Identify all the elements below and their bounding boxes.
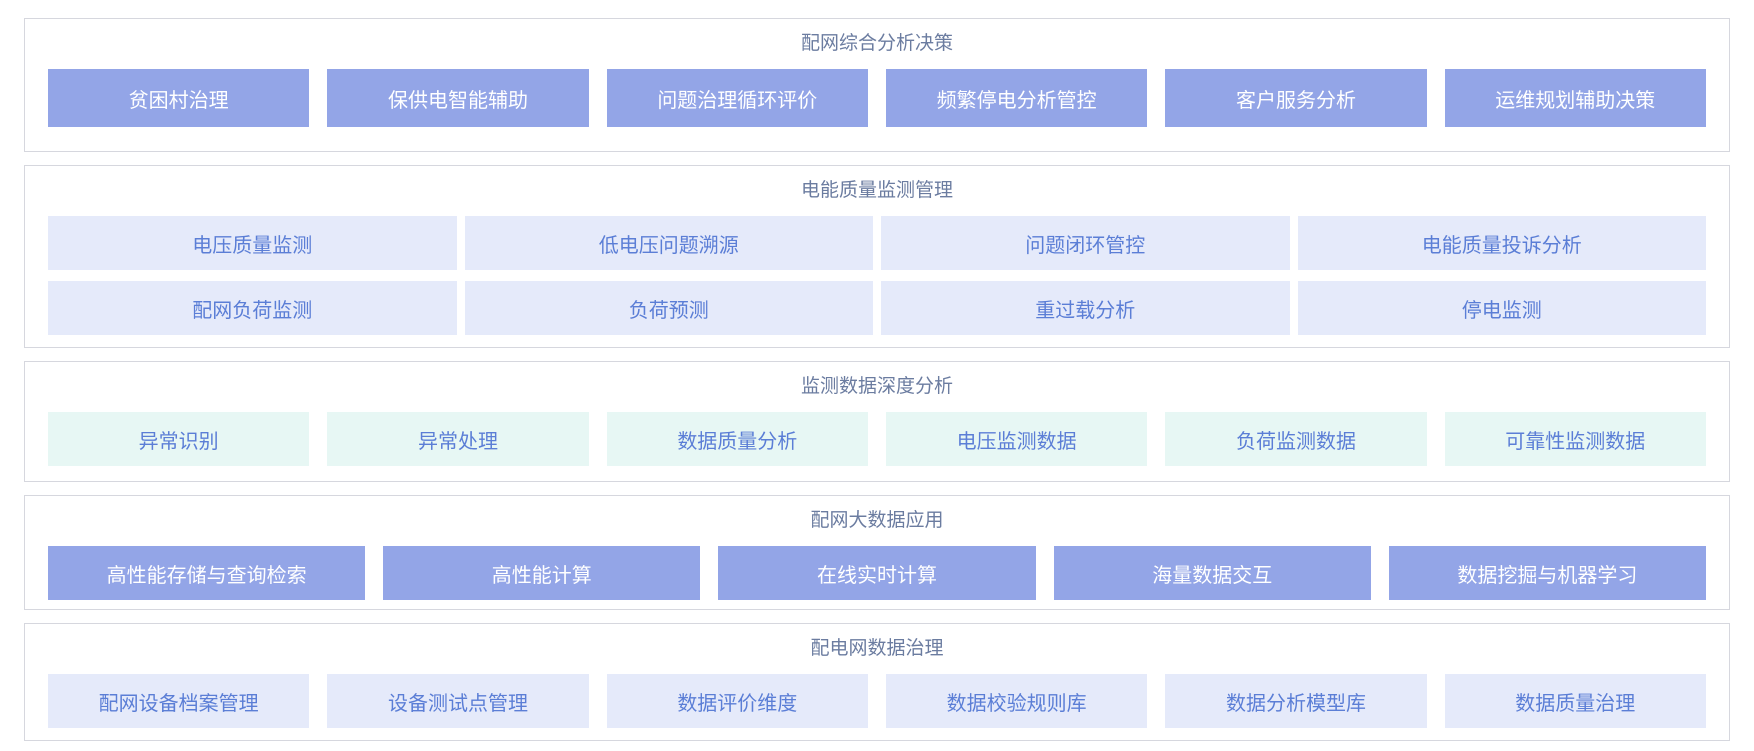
panel-big-data-application: 配网大数据应用 高性能存储与查询检索 高性能计算 在线实时计算 海量数据交互 数… xyxy=(24,495,1730,610)
module-tile[interactable]: 异常处理 xyxy=(327,412,589,466)
tile-row: 电压质量监测 低电压问题溯源 问题闭环管控 电能质量投诉分析 xyxy=(48,216,1706,270)
module-tile[interactable]: 停电监测 xyxy=(1297,281,1706,335)
tile-row: 配网负荷监测 负荷预测 重过载分析 停电监测 xyxy=(48,281,1706,335)
module-tile[interactable]: 负荷监测数据 xyxy=(1165,412,1427,466)
tile-row: 贫困村治理 保供电智能辅助 问题治理循环评价 频繁停电分析管控 客户服务分析 运… xyxy=(48,69,1706,127)
module-tile[interactable]: 在线实时计算 xyxy=(718,546,1036,600)
module-tile[interactable]: 负荷预测 xyxy=(464,281,873,335)
tile-row: 高性能存储与查询检索 高性能计算 在线实时计算 海量数据交互 数据挖掘与机器学习 xyxy=(48,546,1707,600)
module-tile[interactable]: 数据分析模型库 xyxy=(1165,674,1427,728)
module-tile[interactable]: 数据质量治理 xyxy=(1444,674,1706,728)
module-tile[interactable]: 重过载分析 xyxy=(881,281,1290,335)
module-tile[interactable]: 数据校验规则库 xyxy=(885,674,1148,728)
tile-row: 异常识别 异常处理 数据质量分析 电压监测数据 负荷监测数据 可靠性监测数据 xyxy=(48,412,1706,466)
module-tile[interactable]: 保供电智能辅助 xyxy=(327,69,589,127)
module-tile[interactable]: 问题闭环管控 xyxy=(881,216,1290,270)
module-tile[interactable]: 频繁停电分析管控 xyxy=(885,69,1148,127)
module-tile[interactable]: 贫困村治理 xyxy=(48,69,310,127)
panel-title: 配网综合分析决策 xyxy=(800,33,953,54)
module-tile[interactable]: 电能质量投诉分析 xyxy=(1297,216,1706,270)
module-tile[interactable]: 异常识别 xyxy=(48,412,310,466)
panel-title: 电能质量监测管理 xyxy=(800,180,953,201)
module-tile[interactable]: 海量数据交互 xyxy=(1053,546,1371,600)
module-tile[interactable]: 数据挖掘与机器学习 xyxy=(1388,546,1707,600)
module-tile[interactable]: 电压监测数据 xyxy=(885,412,1148,466)
module-tile[interactable]: 设备测试点管理 xyxy=(327,674,589,728)
panel-comprehensive-analysis-decision: 配网综合分析决策 贫困村治理 保供电智能辅助 问题治理循环评价 频繁停电分析管控… xyxy=(24,18,1730,152)
tile-row: 配网设备档案管理 设备测试点管理 数据评价维度 数据校验规则库 数据分析模型库 … xyxy=(48,674,1706,728)
panel-monitoring-data-deep-analysis: 监测数据深度分析 异常识别 异常处理 数据质量分析 电压监测数据 负荷监测数据 … xyxy=(24,361,1730,482)
module-tile[interactable]: 高性能存储与查询检索 xyxy=(48,546,366,600)
module-tile[interactable]: 数据评价维度 xyxy=(606,674,868,728)
module-tile[interactable]: 运维规划辅助决策 xyxy=(1444,69,1706,127)
module-tile[interactable]: 问题治理循环评价 xyxy=(606,69,868,127)
panel-distribution-data-governance: 配电网数据治理 配网设备档案管理 设备测试点管理 数据评价维度 数据校验规则库 … xyxy=(24,623,1730,741)
module-tile[interactable]: 高性能计算 xyxy=(383,546,701,600)
panel-title: 配网大数据应用 xyxy=(810,510,944,531)
module-tile[interactable]: 可靠性监测数据 xyxy=(1444,412,1706,466)
module-tile[interactable]: 数据质量分析 xyxy=(606,412,868,466)
panel-title: 监测数据深度分析 xyxy=(800,376,953,397)
panel-title: 配电网数据治理 xyxy=(810,638,944,659)
module-tile[interactable]: 配网负荷监测 xyxy=(48,281,457,335)
module-tile[interactable]: 客户服务分析 xyxy=(1165,69,1427,127)
module-tile[interactable]: 低电压问题溯源 xyxy=(464,216,873,270)
module-tile[interactable]: 电压质量监测 xyxy=(48,216,457,270)
panel-power-quality-monitoring: 电能质量监测管理 电压质量监测 低电压问题溯源 问题闭环管控 电能质量投诉分析 … xyxy=(24,165,1730,348)
module-tile[interactable]: 配网设备档案管理 xyxy=(48,674,310,728)
